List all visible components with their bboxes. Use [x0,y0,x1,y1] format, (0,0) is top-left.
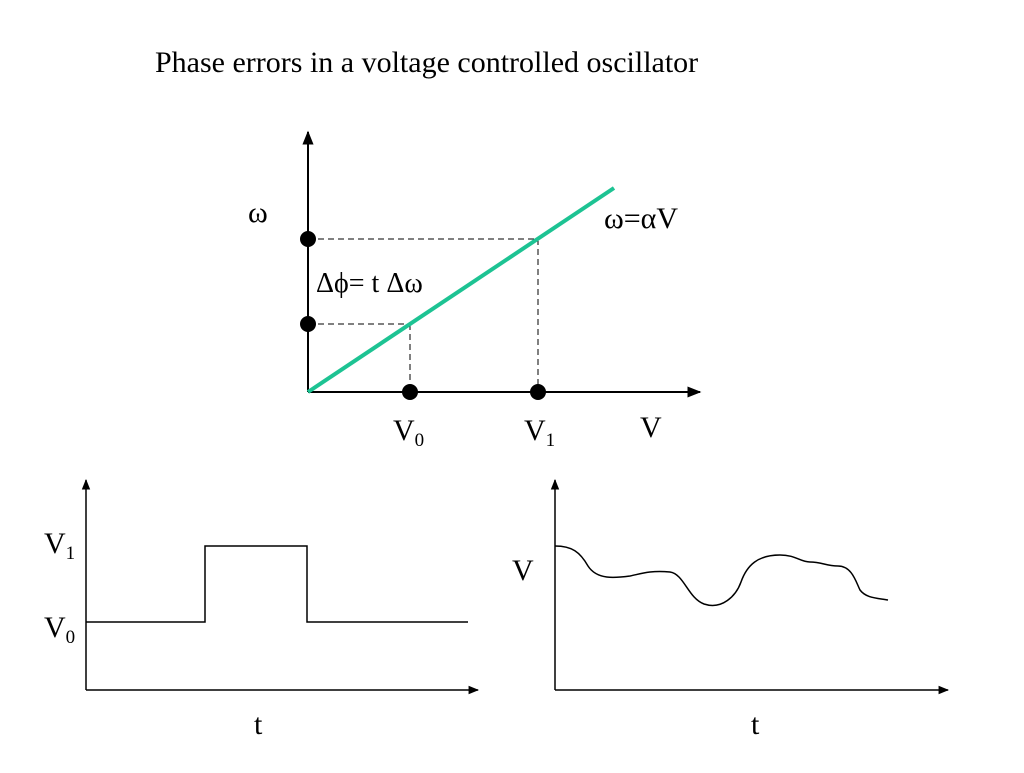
bottom-right-graph: V t [512,478,950,741]
omega1-dot [300,231,316,247]
noisy-waveform [554,545,889,607]
bl-t-axis-label: t [254,708,263,741]
v0-tick-label: V0 [393,414,424,451]
delta-phi-label: Δϕ= t Δω [316,268,423,299]
bl-v1-main: V [44,527,66,560]
v1-tick-label: V1 [524,414,555,451]
slide-title: Phase errors in a voltage controlled osc… [155,46,698,79]
vco-line-label: ω=αV [604,202,678,235]
bl-v0-sub: 0 [66,627,76,648]
v0-dot [402,384,418,400]
v-axis-label: V [640,411,662,444]
v0-tick-main: V [393,414,415,447]
br-v-axis-label: V [512,554,534,587]
omega-axis-label: ω [248,196,268,229]
bl-v1-sub: 1 [66,543,76,564]
v1-tick-main: V [524,414,546,447]
omega0-dot [300,316,316,332]
bottom-left-graph: V1 V0 t [44,478,480,741]
vco-line [306,186,616,394]
bl-v0-main: V [44,611,66,644]
v1-dot [530,384,546,400]
bl-v1-label: V1 [44,527,75,564]
v1-tick-sub: 1 [546,430,556,451]
step-waveform [86,545,468,623]
bl-v0-label: V0 [44,611,75,648]
v0-tick-sub: 0 [415,430,425,451]
br-t-axis-label: t [751,708,760,741]
top-graph: ω ω=αV Δϕ= t Δω V V0 V1 [248,130,702,451]
